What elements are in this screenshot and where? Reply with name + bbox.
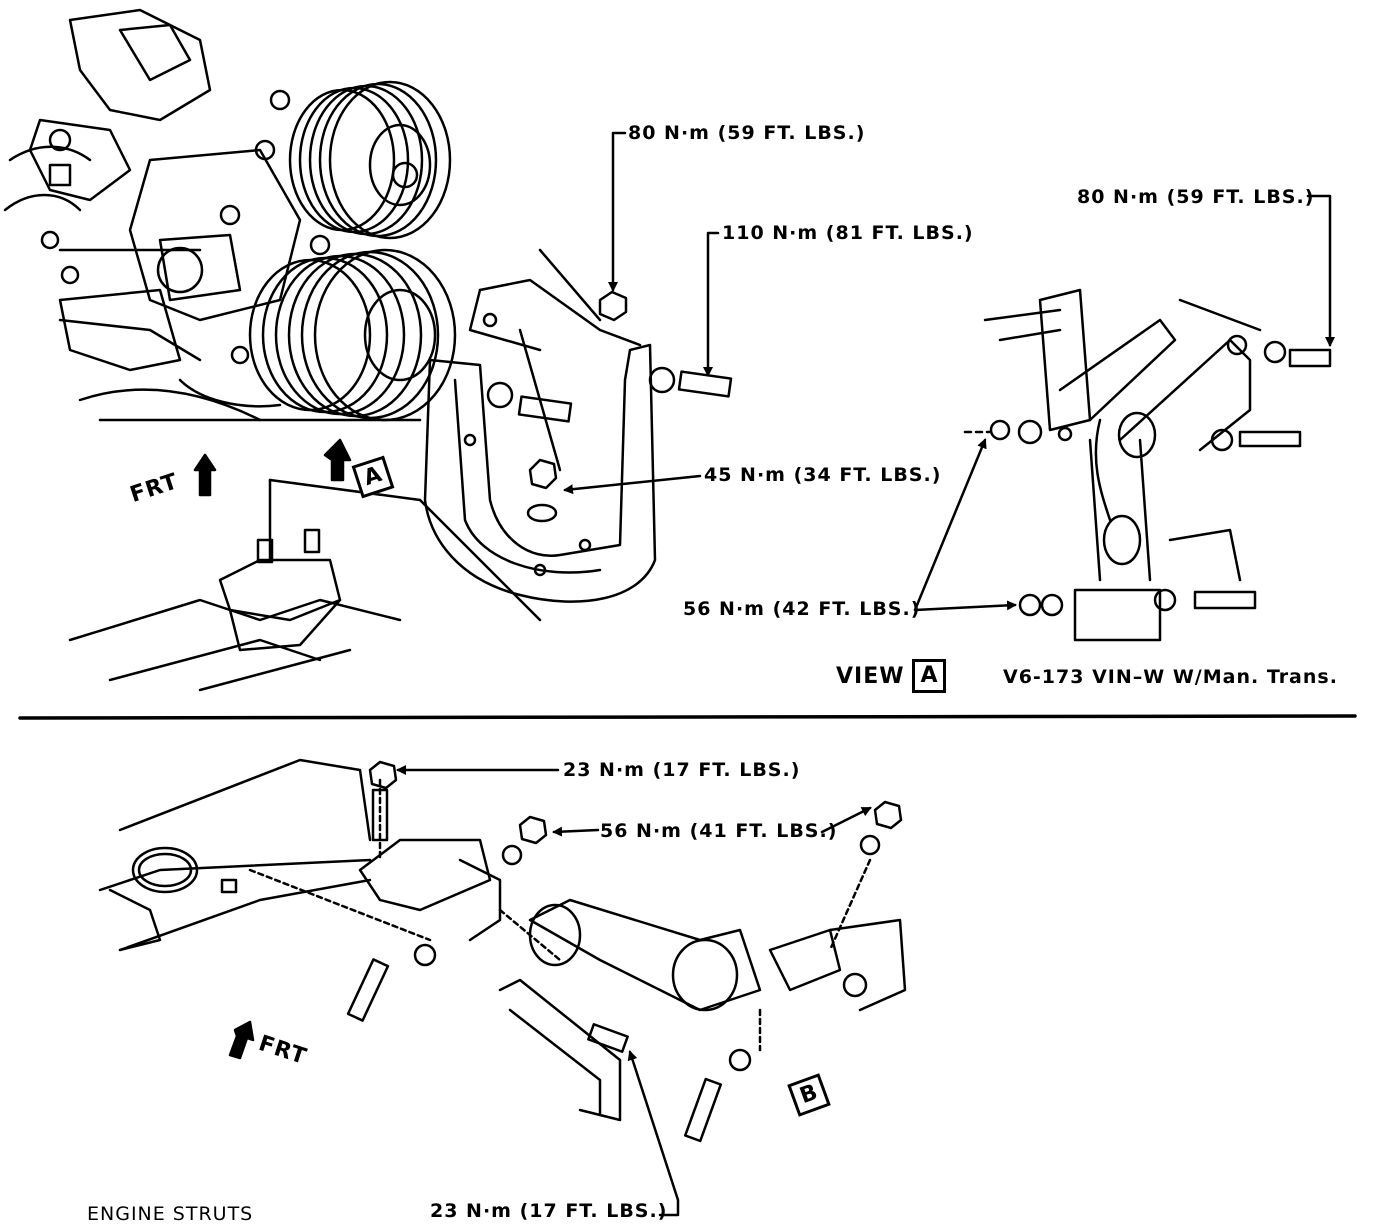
view-label: VIEW [836, 664, 905, 689]
strut-drawing [98, 758, 907, 1122]
engine-caption: V6-173 VIN–W W/Man. Trans. [1003, 666, 1338, 688]
torque-label-23-top: 23 N·m (17 FT. LBS.) [563, 759, 801, 781]
torque-label-23-bottom: 23 N·m (17 FT. LBS.) [430, 1200, 668, 1222]
leader-arrows-top [563, 131, 1335, 612]
section-divider [18, 714, 1357, 720]
torque-label-80-top: 80 N·m (59 FT. LBS.) [628, 122, 866, 144]
upper-pulley-icon [288, 80, 452, 240]
front-arrow-icon [193, 438, 352, 497]
lower-pulley-icon [248, 248, 457, 422]
leader-arrows-bottom [396, 765, 872, 1217]
torque-label-110: 110 N·m (81 FT. LBS.) [722, 222, 974, 244]
torque-label-56-strut: 56 N·m (41 FT. LBS.) [600, 820, 838, 842]
engine-block-drawing [3, 8, 422, 422]
strut-fasteners [346, 760, 903, 1143]
view-box: A [912, 659, 946, 693]
torque-label-56-view-a: 56 N·m (42 FT. LBS.) [683, 598, 921, 620]
torque-label-45: 45 N·m (34 FT. LBS.) [704, 464, 942, 486]
torque-label-80-view-a: 80 N·m (59 FT. LBS.) [1077, 186, 1315, 208]
engine-mount-pad [68, 478, 542, 692]
front-arrow-icon [228, 1020, 255, 1060]
section-title-engine-struts: ENGINE STRUTS [87, 1203, 254, 1225]
bolt-icon [486, 290, 733, 523]
mount-bracket-icon [423, 248, 657, 603]
view-a-drawing [963, 288, 1332, 642]
